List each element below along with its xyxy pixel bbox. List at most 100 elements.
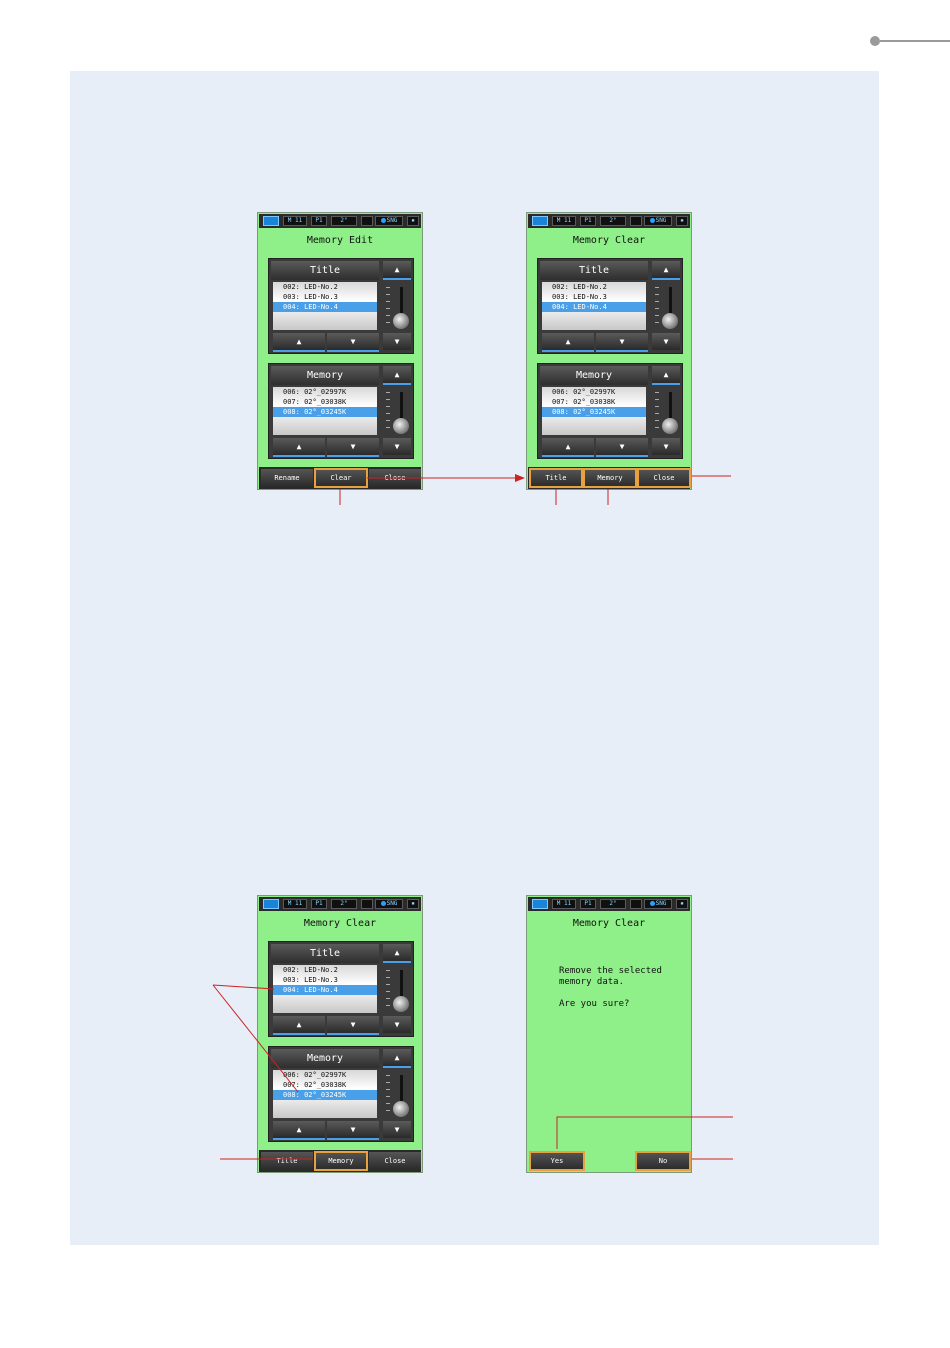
- memory-listbox: Memory 006: 02°_02997K 007: 02°_03038K 0…: [268, 1046, 414, 1142]
- measure-indicator: SNG: [375, 216, 403, 226]
- measure-dot-icon: [649, 901, 655, 906]
- blank-indicator: [630, 899, 642, 909]
- scroll-bottom-button[interactable]: ▼: [383, 438, 411, 455]
- scroll-bottom-button[interactable]: ▼: [383, 333, 411, 350]
- listbox-header: Memory: [271, 1049, 379, 1068]
- scroll-knob-icon[interactable]: [393, 313, 409, 329]
- list-item-selected[interactable]: 008: 02°_03245K: [273, 407, 377, 417]
- screen-title: Memory Clear: [572, 235, 646, 246]
- list-item-selected[interactable]: 004: LED-No.4: [273, 985, 377, 995]
- list-item[interactable]: 002: LED-No.2: [552, 283, 607, 291]
- scroll-top-button[interactable]: ▲: [652, 366, 680, 385]
- screen-title: Memory Clear: [303, 918, 377, 929]
- scrollbar[interactable]: [652, 281, 680, 331]
- scroll-knob-icon[interactable]: [393, 418, 409, 434]
- memory-button[interactable]: Memory: [314, 1151, 368, 1171]
- listbox-body[interactable]: 006: 02°_02997K 007: 02°_03038K 008: 02°…: [542, 387, 646, 435]
- status-bar: M 11 P1 2° SNG ▪: [259, 897, 421, 911]
- listbox-body[interactable]: 002: LED-No.2 003: LED-No.3 004: LED-No.…: [273, 965, 377, 1013]
- list-item-selected[interactable]: 008: 02°_03245K: [542, 407, 646, 417]
- memory-button[interactable]: Memory: [583, 468, 637, 488]
- scroll-bottom-button[interactable]: ▼: [383, 1121, 411, 1138]
- memory-listbox: Memory 006: 02°_02997K 007: 02°_03038K 0…: [537, 363, 683, 459]
- measure-dot-icon: [649, 218, 655, 223]
- title-button[interactable]: Title: [529, 468, 583, 488]
- clear-button[interactable]: Clear: [314, 468, 368, 488]
- list-item-selected[interactable]: 004: LED-No.4: [273, 302, 377, 312]
- scrollbar[interactable]: [652, 386, 680, 436]
- list-item[interactable]: 006: 02°_02997K: [283, 388, 347, 396]
- page-marker-dot: [870, 36, 880, 46]
- program-indicator: P1: [311, 216, 327, 226]
- scroll-up-button[interactable]: ▲: [273, 333, 325, 352]
- scroll-top-button[interactable]: ▲: [652, 261, 680, 280]
- scrollbar[interactable]: [383, 281, 411, 331]
- list-item[interactable]: 002: LED-No.2: [283, 283, 338, 291]
- screen-memory-edit: M 11 P1 2° SNG ▪ Memory Edit Title 002: …: [257, 212, 423, 490]
- list-item[interactable]: 002: LED-No.2: [283, 966, 338, 974]
- scrollbar[interactable]: [383, 1069, 411, 1119]
- list-item[interactable]: 003: LED-No.3: [283, 976, 338, 984]
- scroll-down-button[interactable]: ▼: [596, 333, 648, 352]
- scroll-down-button[interactable]: ▼: [327, 1121, 379, 1140]
- list-item[interactable]: 007: 02°_03038K: [283, 398, 347, 406]
- list-item[interactable]: 006: 02°_02997K: [552, 388, 616, 396]
- status-bar: M 11 P1 2° SNG ▪: [528, 214, 690, 228]
- scroll-bottom-button[interactable]: ▼: [383, 1016, 411, 1033]
- content-panel: [70, 71, 879, 1245]
- battery-icon: [263, 899, 279, 909]
- scroll-knob-icon[interactable]: [662, 418, 678, 434]
- scroll-knob-icon[interactable]: [393, 1101, 409, 1117]
- scroll-bottom-button[interactable]: ▼: [652, 333, 680, 350]
- list-item[interactable]: 003: LED-No.3: [552, 293, 607, 301]
- scroll-top-button[interactable]: ▲: [383, 261, 411, 280]
- battery-icon: [532, 216, 548, 226]
- list-item[interactable]: 007: 02°_03038K: [283, 1081, 347, 1089]
- scroll-knob-icon[interactable]: [662, 313, 678, 329]
- title-listbox: Title 002: LED-No.2 003: LED-No.3 004: L…: [268, 258, 414, 354]
- scroll-bottom-button[interactable]: ▼: [652, 438, 680, 455]
- title-listbox: Title 002: LED-No.2 003: LED-No.3 004: L…: [537, 258, 683, 354]
- scroll-up-button[interactable]: ▲: [273, 438, 325, 457]
- listbox-header: Memory: [271, 366, 379, 385]
- scroll-knob-icon[interactable]: [393, 996, 409, 1012]
- program-indicator: P1: [311, 899, 327, 909]
- no-button[interactable]: No: [635, 1151, 691, 1171]
- close-button[interactable]: Close: [369, 469, 421, 487]
- listbox-body[interactable]: 006: 02°_02997K 007: 02°_03038K 008: 02°…: [273, 387, 377, 435]
- bottom-bar: Rename Clear Close: [259, 467, 421, 489]
- scroll-down-button[interactable]: ▼: [596, 438, 648, 457]
- screen-title: Memory Clear: [572, 918, 646, 929]
- title-button[interactable]: Title: [261, 1152, 313, 1170]
- list-item[interactable]: 006: 02°_02997K: [283, 1071, 347, 1079]
- close-button[interactable]: Close: [369, 1152, 421, 1170]
- list-item-selected[interactable]: 004: LED-No.4: [542, 302, 646, 312]
- measure-indicator: SNG: [644, 899, 672, 909]
- scroll-down-button[interactable]: ▼: [327, 438, 379, 457]
- listbox-body[interactable]: 006: 02°_02997K 007: 02°_03038K 008: 02°…: [273, 1070, 377, 1118]
- scrollbar[interactable]: [383, 964, 411, 1014]
- program-indicator: P1: [580, 899, 596, 909]
- rename-button[interactable]: Rename: [261, 469, 313, 487]
- scroll-top-button[interactable]: ▲: [383, 1049, 411, 1068]
- program-indicator: P1: [580, 216, 596, 226]
- listbox-body[interactable]: 002: LED-No.2 003: LED-No.3 004: LED-No.…: [273, 282, 377, 330]
- list-item[interactable]: 003: LED-No.3: [283, 293, 338, 301]
- scroll-down-button[interactable]: ▼: [327, 1016, 379, 1035]
- scroll-up-button[interactable]: ▲: [542, 333, 594, 352]
- scroll-top-button[interactable]: ▲: [383, 366, 411, 385]
- yes-button[interactable]: Yes: [529, 1151, 585, 1171]
- list-item-selected[interactable]: 008: 02°_03245K: [273, 1090, 377, 1100]
- listbox-body[interactable]: 002: LED-No.2 003: LED-No.3 004: LED-No.…: [542, 282, 646, 330]
- scrollbar[interactable]: [383, 386, 411, 436]
- blank-indicator: [361, 216, 373, 226]
- scroll-up-button[interactable]: ▲: [273, 1016, 325, 1035]
- scroll-top-button[interactable]: ▲: [383, 944, 411, 963]
- angle-indicator: 2°: [331, 216, 357, 226]
- scroll-up-button[interactable]: ▲: [273, 1121, 325, 1140]
- close-button[interactable]: Close: [637, 468, 691, 488]
- list-item[interactable]: 007: 02°_03038K: [552, 398, 616, 406]
- scroll-up-button[interactable]: ▲: [542, 438, 594, 457]
- usb-icon: ▪: [676, 899, 688, 909]
- scroll-down-button[interactable]: ▼: [327, 333, 379, 352]
